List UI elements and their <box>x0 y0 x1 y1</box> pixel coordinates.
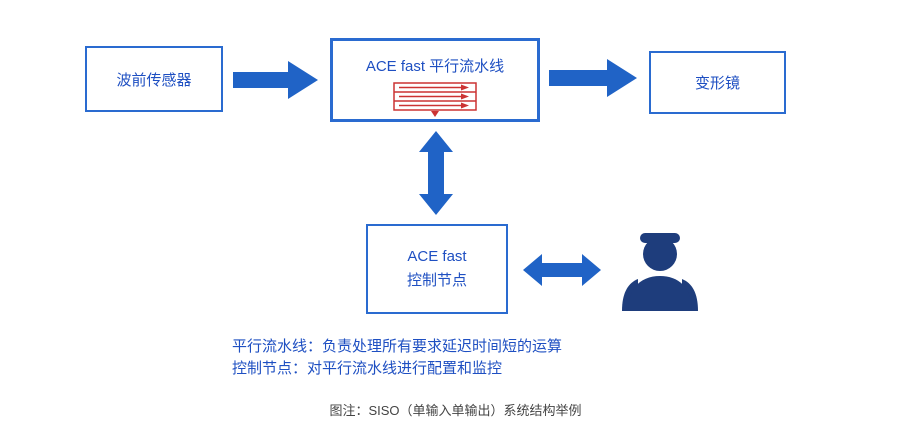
arrow-control-operator-double-icon <box>523 254 601 286</box>
note-pipeline: 平行流水线：负责处理所有要求延迟时间短的运算 <box>232 338 563 355</box>
box-wavefront-sensor-label: 波前传感器 <box>116 71 192 89</box>
box-control-node: ACE fast 控制节点 <box>366 224 508 314</box>
box-deformable-mirror: 变形镜 <box>649 51 786 114</box>
arrow-pipeline-to-mirror-icon <box>549 59 637 97</box>
operator-person-icon <box>622 233 698 311</box>
box-ace-fast-pipeline-label: ACE fast 平行流水线 <box>365 58 505 75</box>
note-control: 控制节点：对平行流水线进行配置和监控 <box>232 360 503 377</box>
notes-block: 平行流水线：负责处理所有要求延迟时间短的运算 控制节点：对平行流水线进行配置和监… <box>232 336 562 380</box>
box-control-node-label-line2: 控制节点 <box>406 272 467 289</box>
box-control-node-label-line1: ACE fast <box>407 248 467 265</box>
box-deformable-mirror-label: 变形镜 <box>694 75 740 92</box>
pipeline-rows-icon <box>393 82 477 117</box>
figure-caption: 图注：SISO（单输入单输出）系统结构举例 <box>329 403 582 418</box>
arrow-pipeline-control-double-icon <box>419 131 453 215</box>
box-ace-fast-pipeline: ACE fast 平行流水线 <box>330 38 540 122</box>
box-wavefront-sensor: 波前传感器 <box>85 46 223 112</box>
arrow-sensor-to-pipeline-icon <box>233 61 318 99</box>
